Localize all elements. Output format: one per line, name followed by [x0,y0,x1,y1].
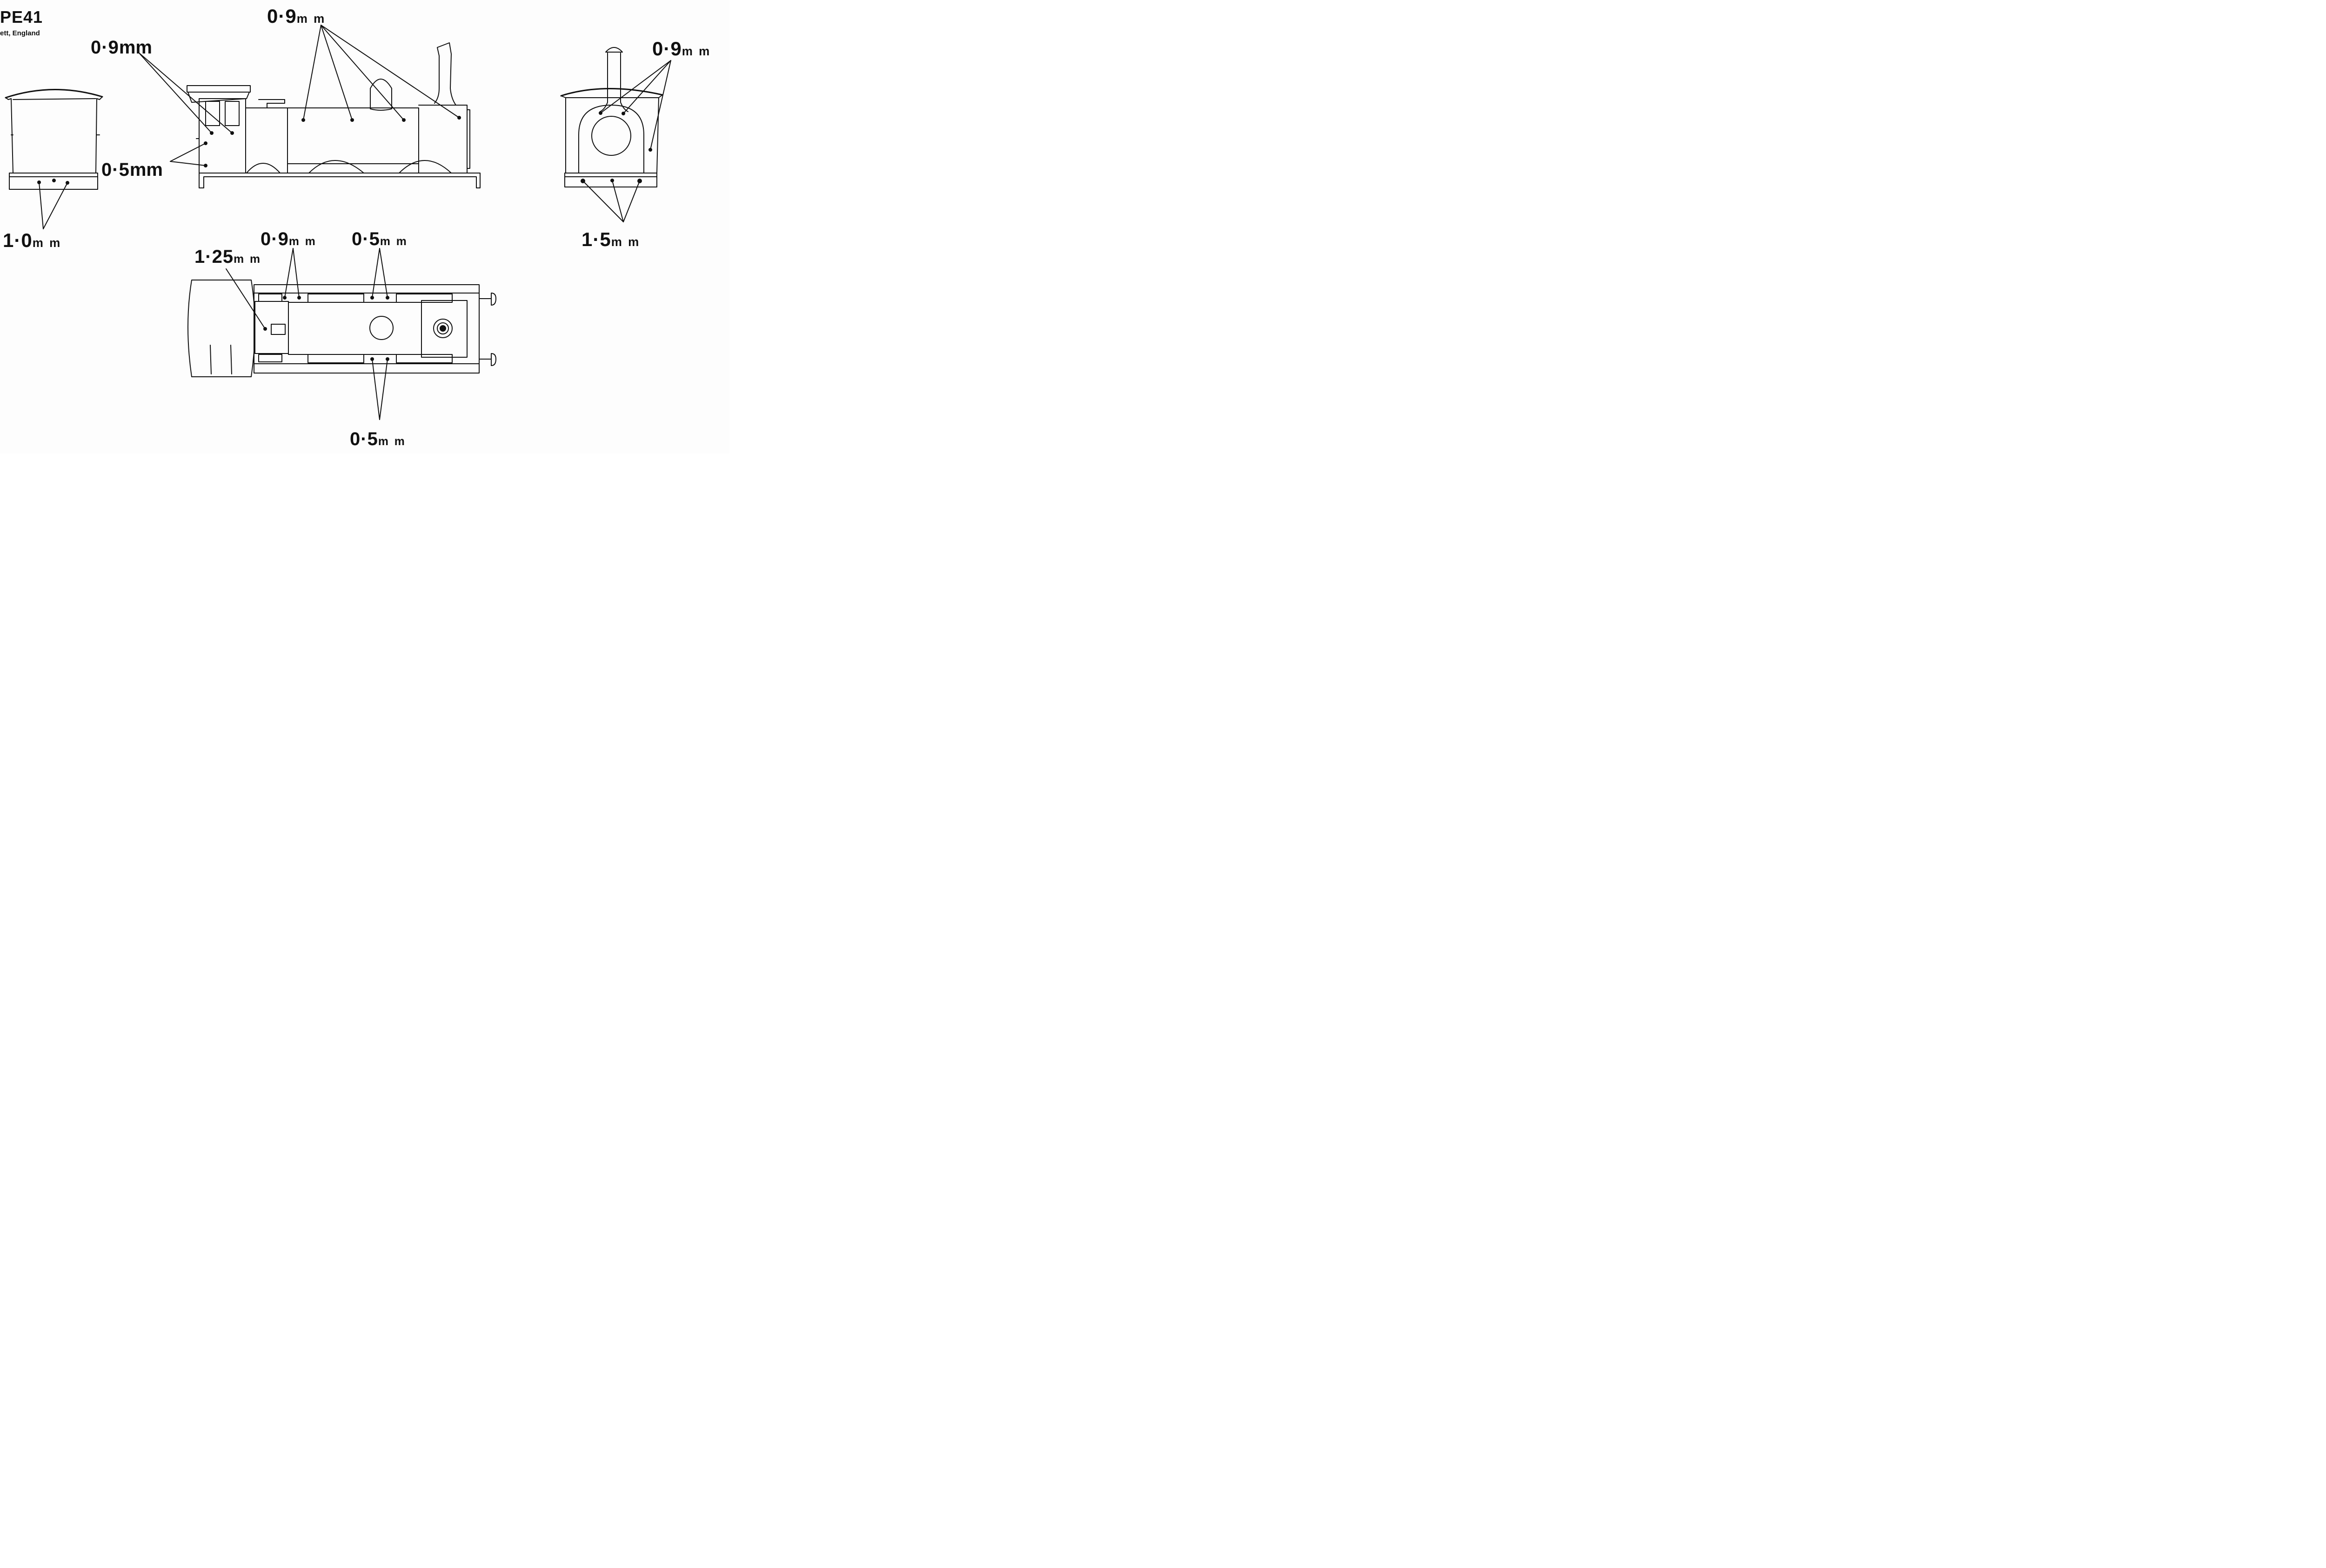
cab-rear-view [5,89,103,229]
plan-view [187,248,496,420]
hole-size-label-cab-end-base: 1·0m m [3,229,62,251]
hole-size-label-cab-rear-top: 0·9mm [91,37,152,58]
front-view [560,47,671,222]
hole-size-label-buffer-beam: 1·5m m [582,228,641,250]
hole-size-label-plan-tank-b: 0·5m m [352,229,408,249]
kit-title: PE41 [0,7,43,27]
hole-size-label-plan-bunker: 1·25m m [194,247,262,267]
locomotive-line-drawing [5,25,671,420]
hole-size-label-plan-tank-bottom: 0·5m m [350,429,406,449]
maker-subtitle: ett, England [0,29,40,37]
hole-size-label-cab-rear-bottom: 0·5mm [101,160,163,180]
drawing-sheet: PE41 ett, England [0,0,729,454]
hole-size-label-boiler-side: 0·9m m [267,5,326,27]
hole-size-label-plan-tank-a: 0·9m m [261,229,317,249]
side-elevation [138,25,481,188]
hole-size-label-smokebox-front: 0·9m m [652,38,711,60]
